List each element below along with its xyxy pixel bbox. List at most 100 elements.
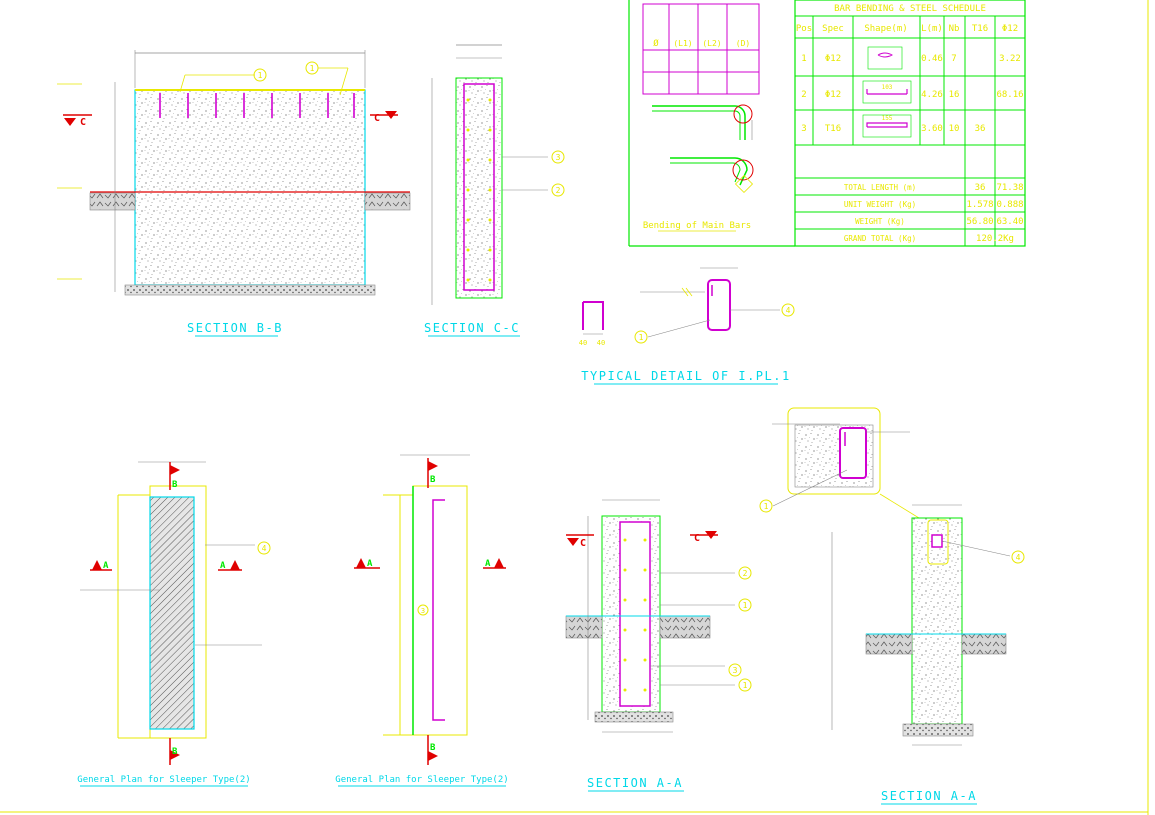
- section-b-b-callout-1: 1: [253, 68, 267, 82]
- callout-label: 4: [786, 306, 791, 315]
- plan-1-callout-4: 4: [257, 541, 271, 555]
- section-marker-label: A: [485, 559, 491, 569]
- section-marker-label: B: [172, 747, 178, 757]
- bending-diagram-135: [670, 157, 754, 194]
- bending-note: Bending of Main Bars: [643, 221, 751, 232]
- schedule-header: Shape(m): [864, 24, 907, 34]
- schedule-shape-dim: 155: [882, 115, 893, 122]
- callout-label: 1: [639, 333, 644, 342]
- general-plan-2-drawing: [383, 454, 470, 736]
- schedule-total-label: TOTAL LENGTH (m): [844, 183, 916, 192]
- title-general-plan-1: General Plan for Sleeper Type(2): [77, 775, 251, 787]
- bending-table-symbol: (L2): [702, 39, 721, 48]
- section-a-a-1-callout-3: 3: [728, 663, 742, 677]
- callout-label: 3: [733, 666, 738, 675]
- title-section-b-b: SECTION B-B: [187, 321, 283, 337]
- schedule-cell-nb: 10: [949, 124, 960, 134]
- schedule-total-t16: 36: [975, 183, 986, 193]
- callout-label: 2: [556, 186, 561, 195]
- drawing-title: SECTION B-B: [187, 321, 283, 335]
- schedule-cell-nb: 16: [949, 90, 960, 100]
- bending-table: Ø (L1) (L2) (D): [642, 3, 760, 95]
- section-a-a-1-callout-1: 1: [738, 598, 752, 612]
- section-a-a-1-marker-c-left: C: [566, 534, 594, 549]
- section-a-a-2-drawing: [831, 504, 1011, 746]
- schedule-cell-spec: T16: [825, 124, 841, 134]
- section-a-a-2-inset-callout-1: 1: [759, 499, 773, 513]
- title-typical-detail: TYPICAL DETAIL OF I.PL.1: [581, 369, 790, 385]
- plan-1-marker-b-bottom: B: [169, 738, 180, 765]
- schedule-cell-phi12: 68.16: [996, 90, 1023, 100]
- drawing-title: General Plan for Sleeper Type(2): [335, 775, 508, 785]
- typical-detail-dim-40-left: 40: [579, 339, 587, 347]
- plan-2-callout-3: 3: [417, 604, 429, 616]
- section-a-a-1-drawing: [565, 499, 735, 733]
- section-marker-label: C: [580, 538, 586, 549]
- title-section-c-c: SECTION C-C: [424, 321, 520, 337]
- section-a-a-1-marker-c-right: C: [690, 531, 718, 544]
- plan-2-marker-a-right: A: [483, 558, 506, 569]
- bending-table-symbol: Ø: [653, 38, 659, 49]
- callout-label: 1: [743, 681, 748, 690]
- section-a-a-2-callout-4: 4: [1011, 550, 1025, 564]
- section-marker-label: B: [430, 475, 436, 485]
- typical-detail-drawing: [582, 267, 780, 338]
- schedule-header: L(m): [921, 24, 943, 34]
- schedule-cell-t16: 36: [975, 124, 986, 134]
- section-a-a-2-detail-inset: [772, 407, 933, 527]
- section-marker-c-left: C: [63, 114, 92, 128]
- schedule-total-label: WEIGHT (Kg): [855, 217, 905, 226]
- callout-label: 1: [258, 71, 263, 80]
- title-section-a-a-1: SECTION A-A: [587, 776, 684, 792]
- drawing-title: General Plan for Sleeper Type(2): [77, 775, 250, 785]
- section-marker-label: C: [374, 113, 380, 124]
- callout-label: 3: [556, 153, 561, 162]
- section-marker-label: A: [103, 561, 109, 571]
- schedule-header: Φ12: [1002, 24, 1018, 34]
- concrete-body: [134, 89, 366, 286]
- schedule-cell-length: 4.26: [921, 90, 943, 100]
- drawing-title: TYPICAL DETAIL OF I.PL.1: [581, 369, 790, 383]
- title-general-plan-2: General Plan for Sleeper Type(2): [335, 775, 509, 787]
- typical-detail-dim-40-right: 40: [597, 339, 605, 347]
- plan-2-marker-b-bottom: B: [427, 735, 438, 765]
- callout-label: 4: [1016, 553, 1021, 562]
- callout-label: 3: [421, 607, 425, 615]
- schedule-total-phi12: 0.888: [996, 200, 1023, 210]
- schedule-cell-nb: 7: [951, 54, 956, 64]
- bending-diagram-90: [652, 104, 753, 140]
- schedule-shape-dim: 103: [882, 84, 893, 91]
- section-marker-c-right: C: [370, 111, 398, 124]
- plan-1-marker-a-right: A: [218, 560, 242, 571]
- section-b-b-drawing: [57, 50, 411, 296]
- schedule-header: Spec: [822, 24, 844, 34]
- schedule-cell-spec: Φ12: [825, 54, 841, 64]
- title-section-a-a-2: SECTION A-A: [881, 789, 977, 805]
- schedule-grand-total-value: 120.2Kg: [976, 234, 1014, 244]
- dimension-label: 40: [579, 339, 587, 347]
- schedule-cell-phi12: 3.22: [999, 54, 1021, 64]
- soil-right: [364, 192, 411, 211]
- dimension-label: 40: [597, 339, 605, 347]
- callout-label: 1: [310, 64, 315, 73]
- schedule-total-t16: 56.80: [966, 217, 993, 227]
- steel-schedule-table: 103 155: [794, 0, 1026, 247]
- schedule-cell-pos: 3: [801, 124, 806, 134]
- section-marker-label: A: [367, 559, 373, 569]
- typical-detail-callout-1: 1: [634, 330, 648, 344]
- schedule-total-t16: 1.578: [966, 200, 993, 210]
- section-marker-label: B: [430, 743, 436, 753]
- soil-left: [89, 192, 136, 211]
- drawing-title: SECTION C-C: [424, 321, 520, 335]
- plan-1-marker-a-left: A: [90, 560, 112, 571]
- callout-label: 2: [743, 569, 748, 578]
- schedule-cell-length: 3.60: [921, 124, 943, 134]
- blinding-layer: [124, 284, 376, 296]
- section-b-b-callout-1b: 1: [305, 61, 319, 75]
- drawing-title: SECTION A-A: [587, 776, 683, 790]
- callout-label: 1: [743, 601, 748, 610]
- schedule-cell-spec: Φ12: [825, 90, 841, 100]
- schedule-cell-length: 0.46: [921, 54, 943, 64]
- callout-label: 4: [262, 544, 267, 553]
- schedule-header: T16: [972, 24, 988, 34]
